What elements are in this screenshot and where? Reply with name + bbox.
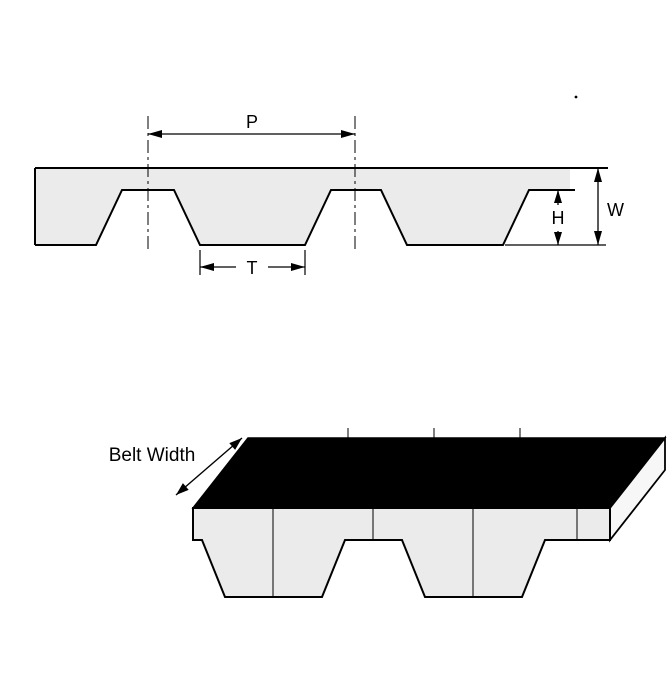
tooth-height-arrow-down-icon <box>554 232 562 245</box>
belt-thickness-label: W <box>607 200 624 220</box>
pitch-dimension: P <box>148 112 355 138</box>
stray-mark <box>574 95 578 99</box>
tooth-width-arrow-left-icon <box>200 263 214 271</box>
belt-width-arrow-upper-icon <box>229 438 242 450</box>
belt-tooth-contour <box>35 189 575 246</box>
belt-front-face <box>192 507 611 598</box>
belt-thickness-arrow-up-icon <box>594 168 602 182</box>
pitch-arrow-right-icon <box>341 130 355 138</box>
tooth-width-dimension: T <box>199 250 306 278</box>
belt-thickness-arrow-down-icon <box>594 231 602 245</box>
belt-3d-view: Belt Width <box>109 428 667 598</box>
tooth-height-label: H <box>552 208 565 228</box>
tooth-height-dimension: H <box>552 190 565 245</box>
belt-width-label: Belt Width <box>109 445 196 466</box>
belt-profile-fill <box>35 168 570 245</box>
belt-top-face <box>191 437 667 509</box>
tooth-height-arrow-up-icon <box>554 190 562 203</box>
belt-thickness-dimension: W <box>594 168 624 245</box>
tooth-width-arrow-right-icon <box>291 263 305 271</box>
cross-section-view: P T H W <box>34 95 624 278</box>
belt-width-dimension: Belt Width <box>109 437 243 496</box>
pitch-arrow-left-icon <box>148 130 162 138</box>
belt-width-arrow-lower-icon <box>176 483 189 495</box>
tooth-width-label: T <box>247 258 258 278</box>
pitch-label: P <box>246 112 258 132</box>
belt-width-dimension-line <box>175 437 243 496</box>
